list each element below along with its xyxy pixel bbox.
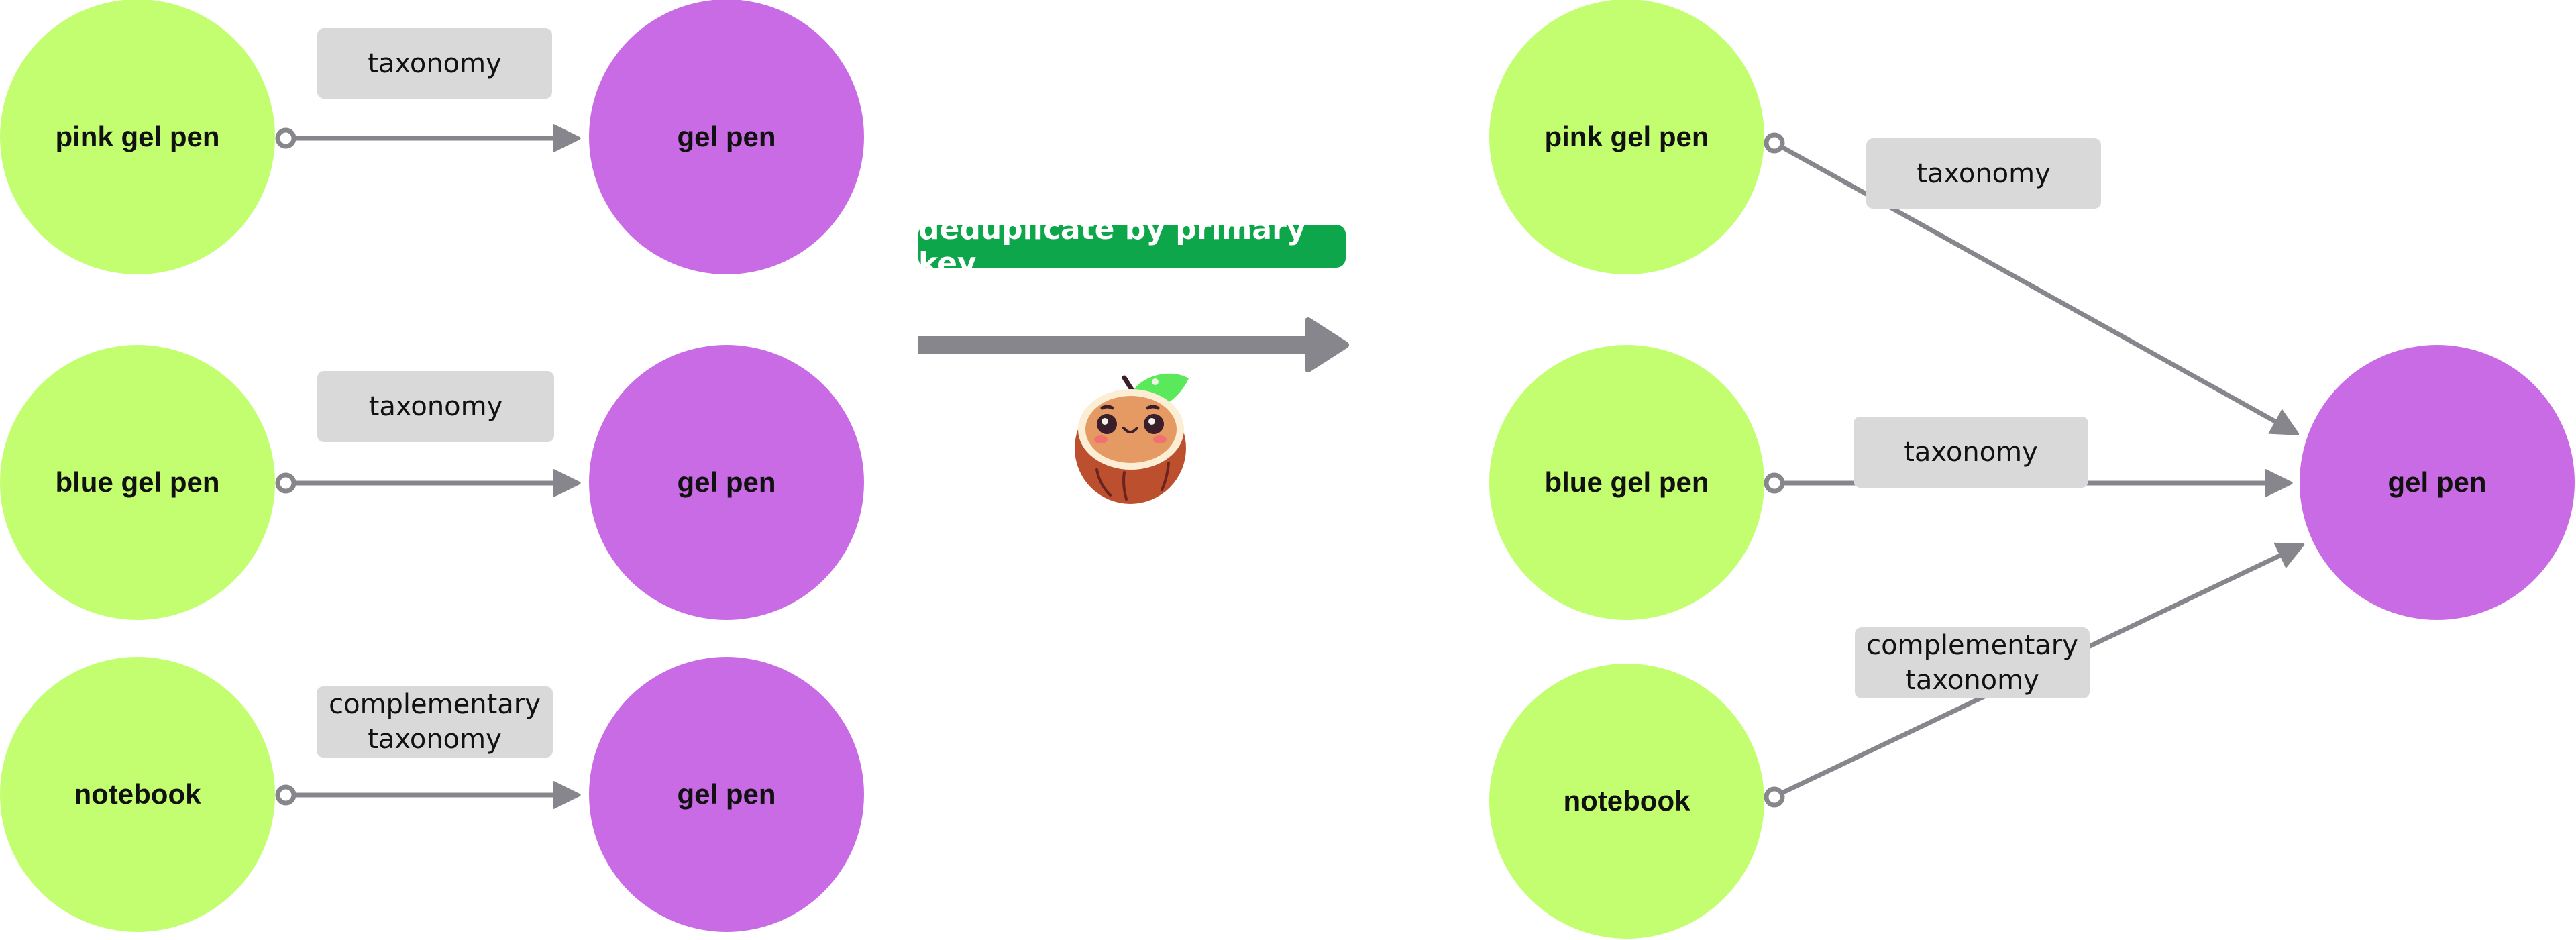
after-source-node: blue gel pen [1489,345,1764,620]
node-label: notebook [1563,785,1690,817]
before-source-node: pink gel pen [0,0,275,274]
relation-label: complementary taxonomy [317,686,553,758]
edge-start-dot-icon [1764,132,1785,154]
node-label: gel pen [2387,466,2487,498]
before-target-node: gel pen [589,657,864,932]
before-target-node: gel pen [589,345,864,620]
relation-label: taxonomy [1866,138,2101,209]
edge-start-dot-icon [275,784,297,806]
relation-label: taxonomy [317,371,554,442]
before-source-node: notebook [0,657,275,932]
node-label: pink gel pen [55,121,220,152]
relation-label: taxonomy [1854,417,2088,488]
after-target-node: gel pen [2300,345,2575,620]
after-source-node: notebook [1489,664,1764,939]
node-label: notebook [74,778,201,810]
edge-start-dot-icon [1764,472,1785,494]
coconut-mascot-icon [1075,373,1189,504]
node-label: gel pen [677,466,776,498]
before-source-node: blue gel pen [0,345,275,620]
before-target-node: gel pen [589,0,864,274]
transform-arrow-icon [918,317,1349,372]
node-label: gel pen [677,121,776,152]
node-label: pink gel pen [1544,121,1709,152]
node-label: gel pen [677,778,776,810]
edge-start-dot-icon [1764,786,1785,808]
node-label: blue gel pen [1544,466,1709,498]
transform-badge: deduplicate by primary key [918,212,1346,280]
node-label: blue gel pen [55,466,220,498]
edge-start-dot-icon [275,127,297,149]
after-source-node: pink gel pen [1489,0,1764,274]
edge-start-dot-icon [275,472,297,494]
relation-label: complementary taxonomy [1855,627,2090,698]
relation-label: taxonomy [317,28,552,99]
